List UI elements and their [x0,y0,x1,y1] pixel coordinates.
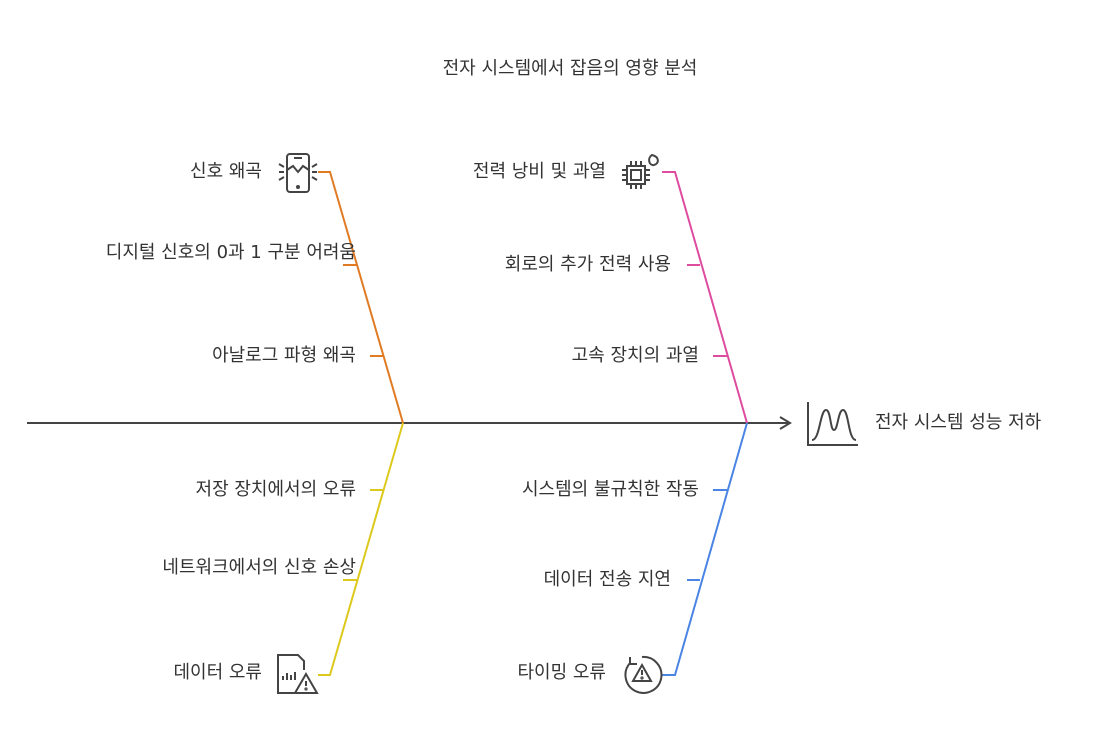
bone-data [318,422,404,676]
category-signal-distortion: 신호 왜곡 [190,161,262,182]
cause-label: 네트워크에서의 신호 손상 [162,557,356,578]
category-timing-error: 타이밍 오류 [517,662,606,683]
spine-arrowhead [779,416,792,430]
report-warning-icon [277,654,319,694]
cause-label: 아날로그 파형 왜곡 [212,345,356,366]
bone-timing [662,422,748,676]
category-data-error: 데이터 오류 [173,662,262,683]
bone-power [662,171,748,424]
broken-phone-icon [278,153,318,193]
cause-label: 고속 장치의 과열 [571,345,699,366]
cause-label: 데이터 전송 지연 [543,569,671,590]
diagram-title: 전자 시스템에서 잡음의 영향 분석 [442,58,698,79]
effect-label: 전자 시스템 성능 저하 [875,412,1042,433]
bone-signal [318,171,404,424]
cause-label: 회로의 추가 전력 사용 [504,254,671,275]
bell-curve-chart-icon [807,402,858,446]
cycle-warning-icon [624,655,663,694]
hot-chip-icon [622,153,659,189]
category-power-heat: 전력 낭비 및 과열 [472,161,606,182]
cause-label: 시스템의 불규칙한 작동 [521,479,699,500]
cause-label: 디지털 신호의 0과 1 구분 어려움 [105,242,356,263]
cause-label: 저장 장치에서의 오류 [195,479,356,500]
